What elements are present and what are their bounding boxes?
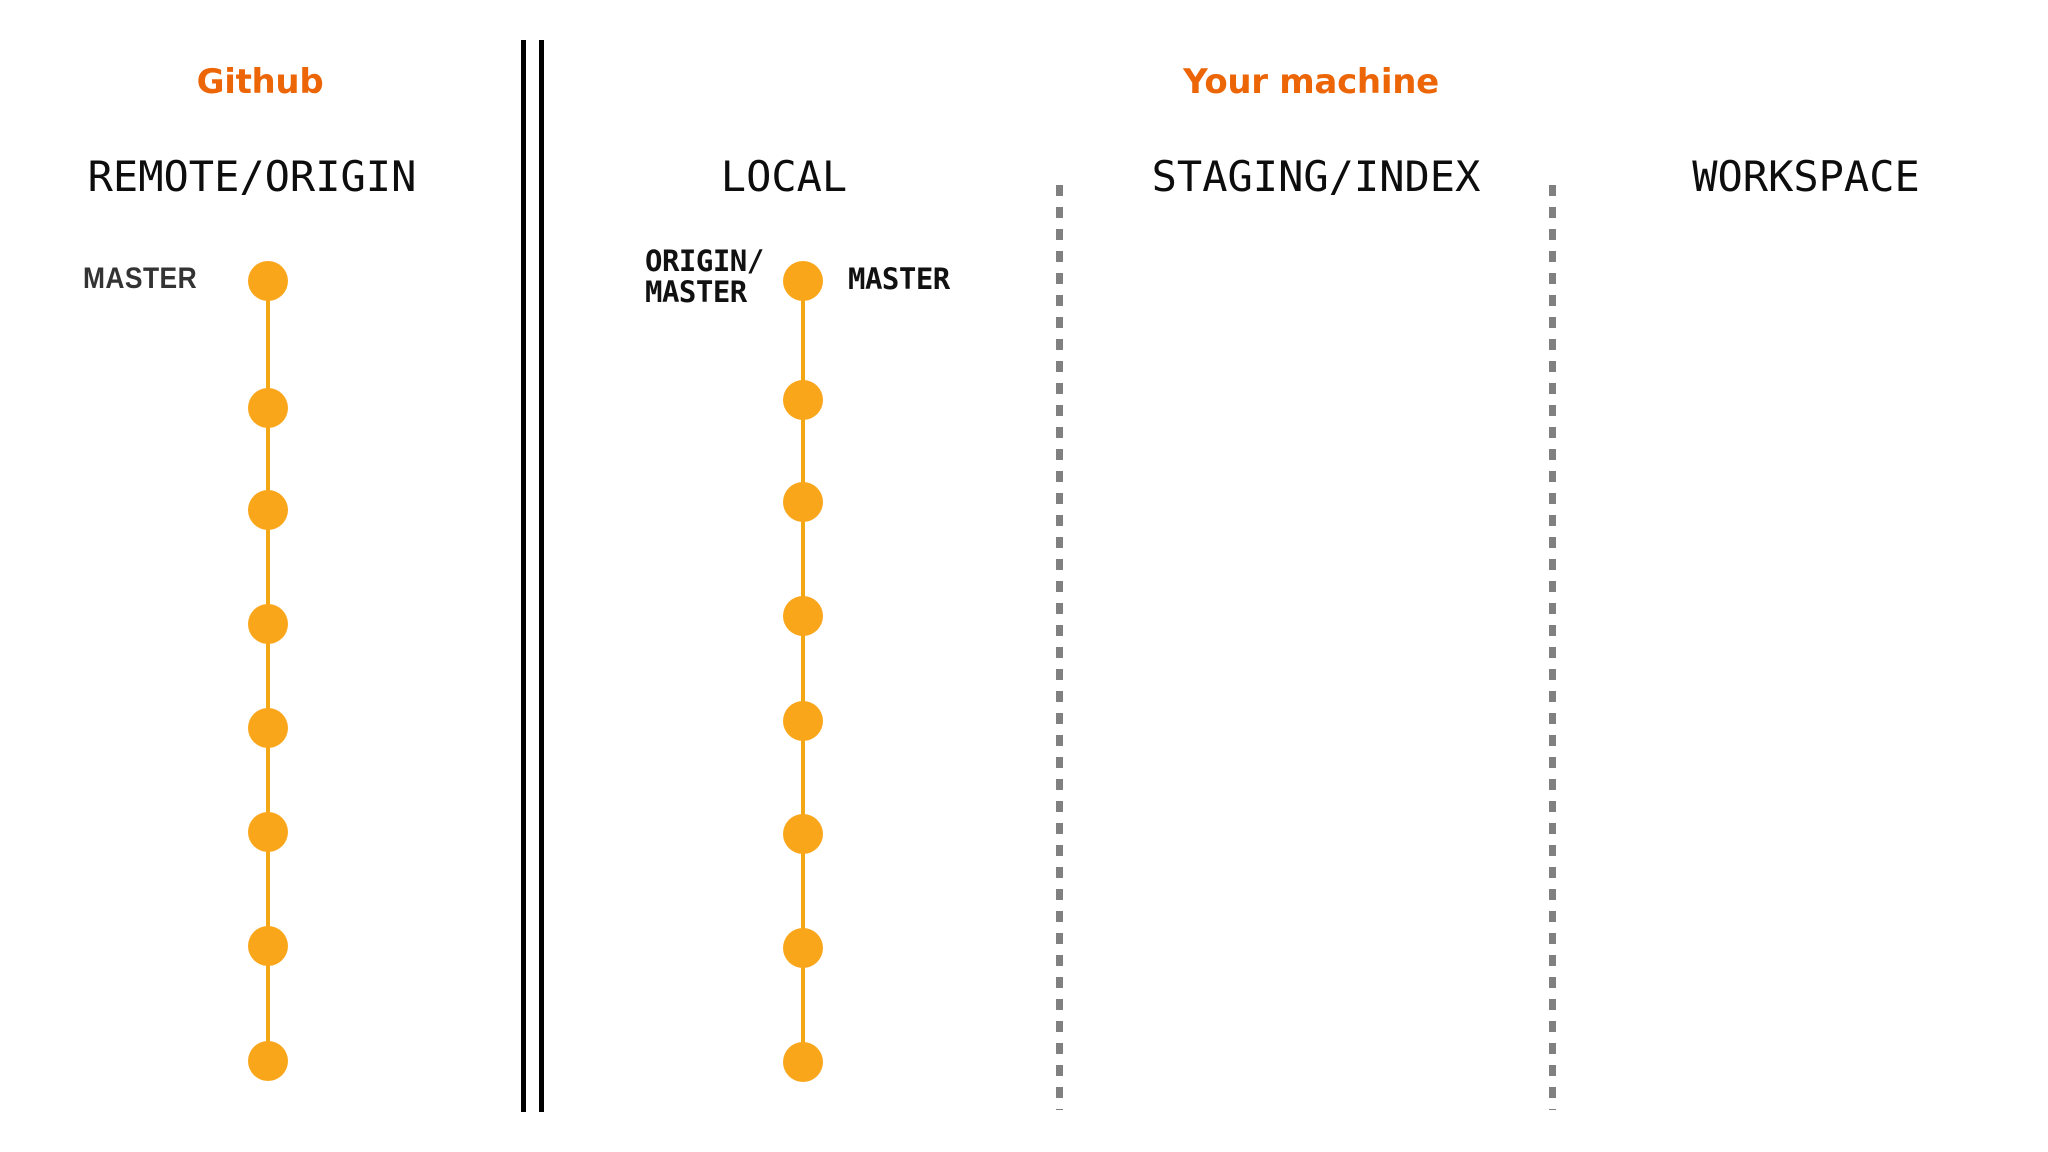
divider-staging-workspace [1549, 185, 1556, 1110]
commit-dot[interactable] [248, 708, 288, 748]
commit-connector [266, 281, 270, 408]
commit-connector [801, 948, 805, 1062]
divider-github-machine-line-left [521, 40, 526, 1112]
commit-connector [801, 281, 805, 400]
commit-dot[interactable] [248, 388, 288, 428]
commit-connector [801, 721, 805, 834]
commit-dot[interactable] [783, 482, 823, 522]
commit-dot[interactable] [248, 604, 288, 644]
column-header-staging-index: STAGING/INDEX [1151, 152, 1481, 201]
commit-connector [801, 400, 805, 502]
section-title-your-machine: Your machine [1183, 62, 1439, 102]
commit-connector [266, 728, 270, 832]
branch-label-local-master: MASTER [848, 262, 950, 296]
commit-connector [801, 502, 805, 616]
divider-local-staging [1056, 185, 1063, 1110]
column-header-workspace: WORKSPACE [1692, 152, 1920, 201]
commit-dot[interactable] [783, 261, 823, 301]
commit-dot[interactable] [783, 701, 823, 741]
commit-connector [801, 616, 805, 721]
column-header-remote-origin: REMOTE/ORIGIN [87, 152, 417, 201]
commit-connector [266, 408, 270, 510]
commit-dot[interactable] [783, 1042, 823, 1082]
commit-dot[interactable] [248, 926, 288, 966]
branch-label-line-2: MASTER [645, 275, 747, 310]
commit-dot[interactable] [248, 261, 288, 301]
commit-connector [266, 832, 270, 946]
commit-dot[interactable] [248, 812, 288, 852]
commit-dot[interactable] [248, 490, 288, 530]
commit-dot[interactable] [248, 1041, 288, 1081]
commit-connector [266, 510, 270, 624]
commit-connector [801, 834, 805, 948]
branch-label-line-1: ORIGIN/ [645, 244, 764, 278]
section-title-github: Github [196, 62, 324, 102]
commit-dot[interactable] [783, 596, 823, 636]
commit-connector [266, 624, 270, 728]
branch-label-local-origin-master: ORIGIN/MASTER [645, 244, 764, 310]
divider-github-machine-line-right [539, 40, 544, 1112]
branch-label-remote-master: MASTER [83, 262, 198, 295]
commit-dot[interactable] [783, 814, 823, 854]
commit-dot[interactable] [783, 380, 823, 420]
commit-dot[interactable] [783, 928, 823, 968]
commit-connector [266, 946, 270, 1061]
column-header-local: LOCAL [720, 152, 848, 201]
